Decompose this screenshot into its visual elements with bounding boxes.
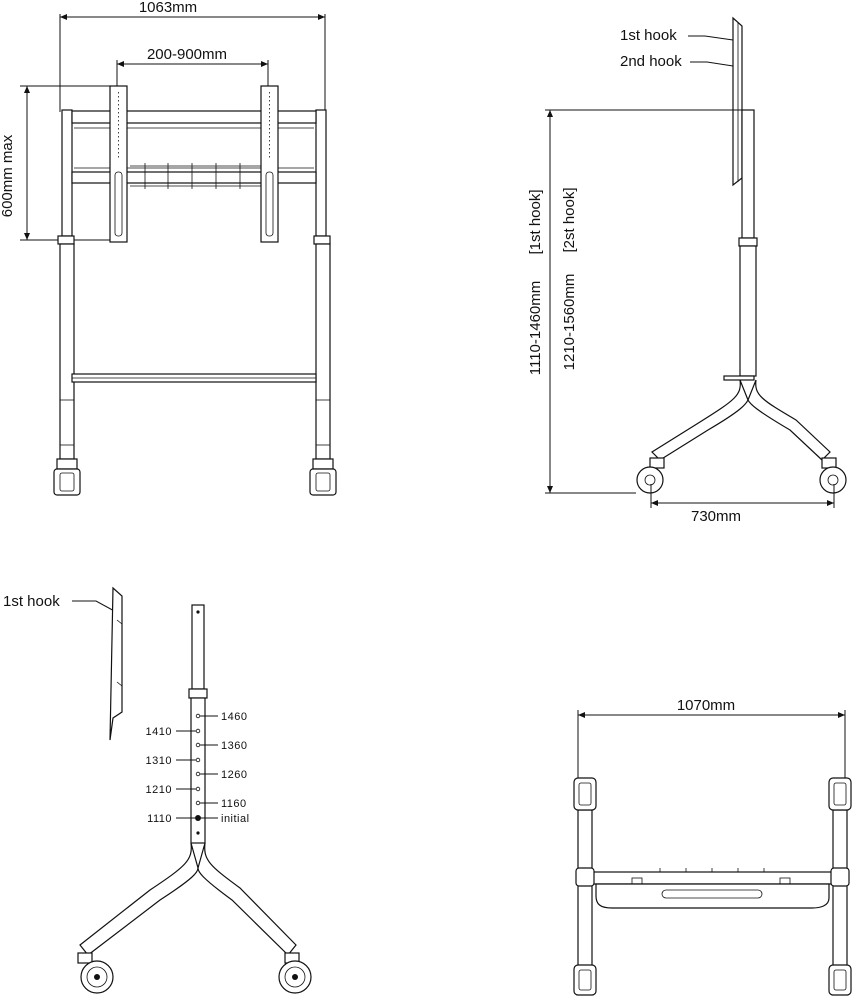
- left-vesa-arm: [109, 85, 128, 243]
- range1-label: 1110-1460mm: [527, 281, 544, 376]
- top-view: 1070mm: [573, 697, 852, 996]
- scale-right-value: 1460: [221, 711, 247, 723]
- scale-front-caster: [77, 952, 114, 994]
- side-rear-leg: [747, 379, 831, 461]
- top-caster-rear-left: [573, 964, 597, 996]
- scale-hook-label: 1st hook: [3, 593, 60, 610]
- side-rear-caster: [819, 457, 847, 494]
- front-width-label: 1063mm: [139, 0, 197, 16]
- height-scale-view: 1st hook 1410 1310 1210: [3, 586, 312, 994]
- scale-front-leg: [79, 842, 199, 956]
- left-lower-column: [59, 243, 75, 460]
- side-lower-column: [739, 245, 757, 377]
- left-upper-column: [61, 109, 73, 237]
- scale-right-value: 1260: [221, 769, 247, 781]
- scale-right-value: 1160: [221, 798, 247, 810]
- base-width-label: 730mm: [691, 508, 741, 525]
- initial-position-marker: [195, 815, 201, 821]
- top-tray: [595, 883, 830, 909]
- top-rail: [71, 110, 317, 124]
- range1-tag: [1st hook]: [527, 189, 544, 254]
- left-caster: [53, 458, 81, 496]
- range2-tag: [2st hook]: [561, 187, 578, 252]
- scale-rear-caster: [278, 952, 312, 994]
- top-caster-front-right: [828, 777, 852, 811]
- middle-rail: [71, 171, 317, 184]
- right-caster: [309, 458, 337, 496]
- right-upper-column: [315, 109, 327, 237]
- right-vesa-arm: [260, 85, 279, 243]
- bracket-spacing-label: 200-900mm: [147, 46, 227, 63]
- front-height-label: 600mm max: [0, 134, 16, 217]
- hook1-label: 1st hook: [620, 27, 677, 44]
- top-left-bar: [577, 809, 593, 971]
- side-view: 1st hook 2nd hook 1110-14: [527, 16, 847, 525]
- side-front-caster: [636, 457, 665, 494]
- hook2-label: 2nd hook: [620, 53, 682, 70]
- top-caster-front-left: [573, 777, 597, 811]
- top-cross-bar: [591, 871, 834, 885]
- scale-left-value: 1110: [147, 813, 172, 825]
- scale-hook-plate: [109, 586, 123, 741]
- scale-left-value: 1310: [146, 755, 172, 767]
- scale-left-value: 1410: [146, 726, 172, 738]
- scale-right-value: initial: [221, 813, 250, 825]
- scale-upper-column: [191, 604, 205, 690]
- range2-label: 1210-1560mm: [561, 274, 578, 371]
- scale-left-value: 1210: [146, 784, 172, 796]
- front-view: 1063mm 200-900mm 600mm max: [0, 0, 337, 496]
- top-width-label: 1070mm: [677, 697, 735, 714]
- top-caster-rear-right: [828, 964, 852, 996]
- right-lower-column: [315, 243, 331, 460]
- scale-lower-column: [190, 697, 206, 844]
- scale-rear-leg: [197, 842, 297, 956]
- side-upper-column: [741, 109, 755, 239]
- scale-right-value: 1360: [221, 740, 247, 752]
- top-right-bar: [832, 809, 848, 971]
- side-front-leg: [651, 379, 749, 461]
- screen-panel: [732, 16, 743, 187]
